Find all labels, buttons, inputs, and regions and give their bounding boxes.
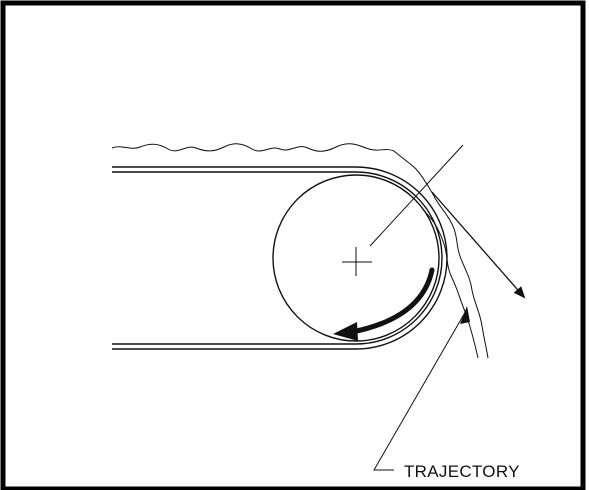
pulley-center-mark	[342, 247, 372, 276]
trajectory-callout-leader	[373, 308, 468, 471]
rotation-arrowhead	[333, 322, 358, 341]
head-pulley	[272, 174, 440, 342]
callout-arrowhead	[460, 306, 470, 324]
pulley-rotation-arrow	[349, 267, 435, 335]
bulk-material-layer	[111, 143, 489, 359]
trajectory-direction-arrow	[431, 191, 526, 299]
radial-reference-line	[369, 144, 464, 247]
trajectory-label: TRAJECTORY	[404, 462, 520, 481]
